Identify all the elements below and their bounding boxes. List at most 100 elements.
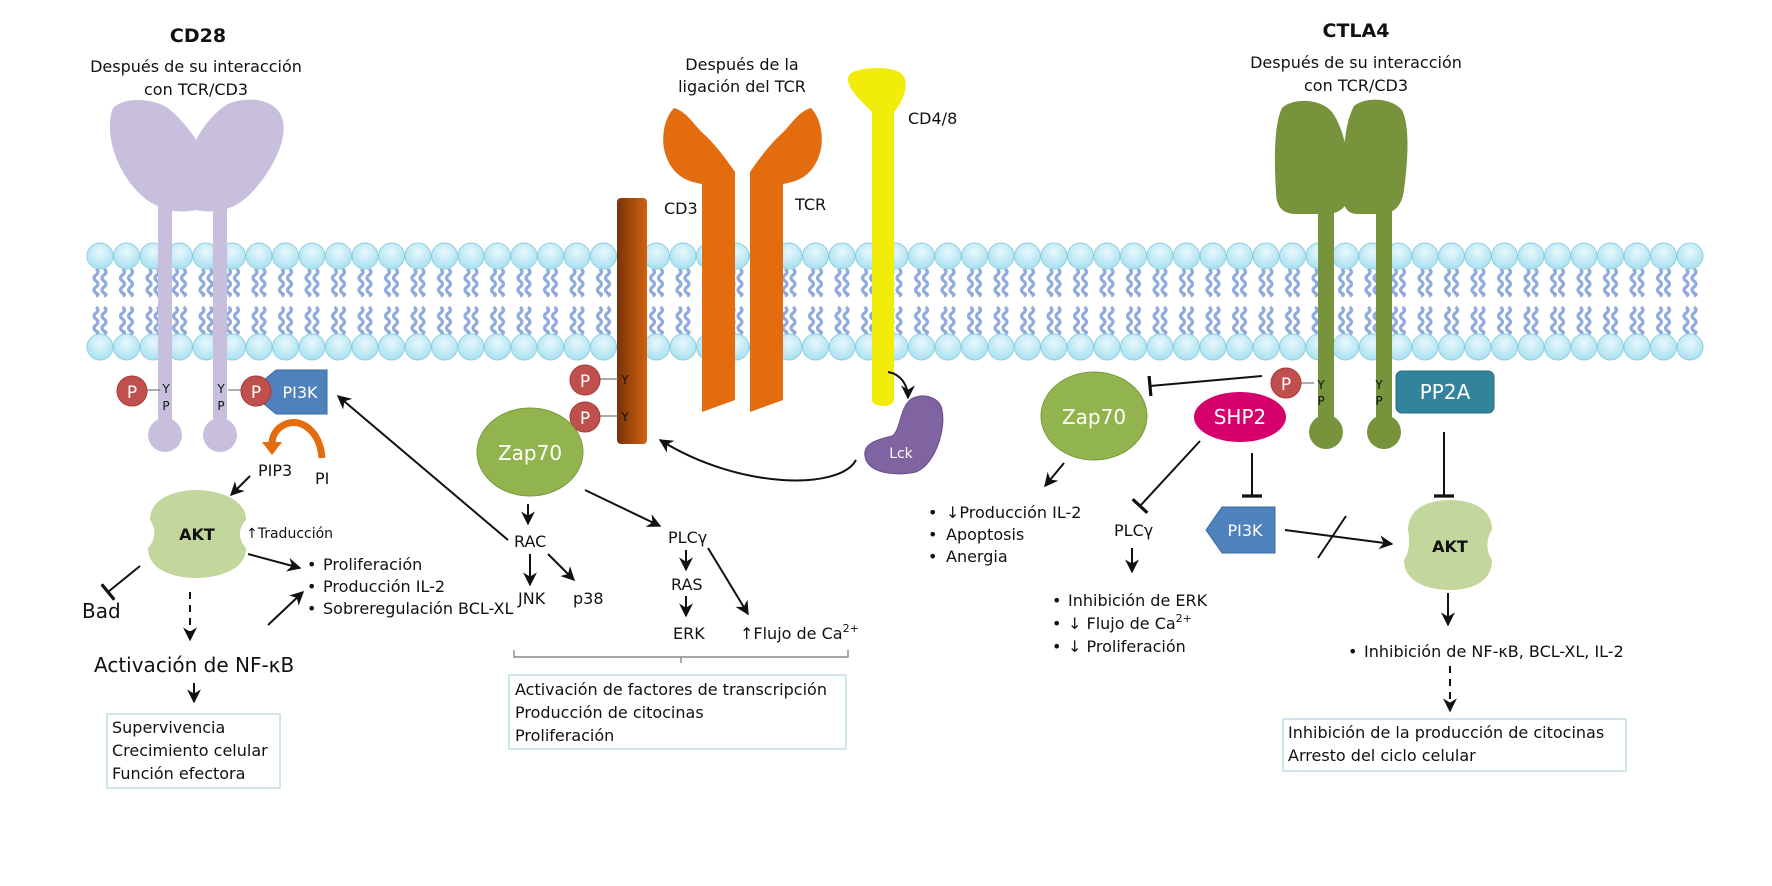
lipid-tail	[603, 267, 612, 298]
svg-text:↓Producción IL-2: ↓Producción IL-2	[946, 503, 1081, 522]
erk-label: ERK	[673, 624, 705, 643]
svg-text:AKT: AKT	[1432, 537, 1468, 556]
lipid-head	[643, 242, 670, 270]
pi3k-node-cd28: PI3K	[263, 369, 328, 415]
lipid-head	[1544, 333, 1571, 361]
phospho-icon	[116, 375, 148, 407]
lipid-tail	[100, 305, 108, 336]
lipid-tail	[683, 305, 691, 336]
lipid-head	[245, 333, 273, 361]
cd48-coreceptor	[848, 68, 906, 406]
svg-text:Y: Y	[161, 382, 170, 396]
lipid-head	[404, 333, 432, 361]
lipid-tail	[1239, 305, 1248, 336]
svg-text:Producción IL-2: Producción IL-2	[323, 577, 445, 596]
lipid-tail	[940, 305, 948, 336]
lipid-tail	[1080, 267, 1089, 298]
lipid-tail	[1152, 305, 1160, 336]
lipid-tail	[1133, 267, 1142, 298]
lipid-head	[1173, 242, 1200, 270]
zap70-node-tcr: Zap70	[476, 407, 584, 497]
lipid-tail	[1478, 305, 1486, 336]
tcr-section: Después de la ligación del TCR TCR CD3 C…	[336, 55, 957, 750]
lipid-tail	[683, 267, 691, 298]
lipid-tail	[603, 305, 612, 336]
lipid-tail	[1682, 267, 1690, 298]
lipid-tail	[1054, 305, 1062, 336]
lipid-tail	[1663, 305, 1672, 336]
svg-text:↓ Flujo de Ca2+: ↓ Flujo de Ca2+	[1068, 612, 1192, 633]
lipid-tail	[1443, 305, 1452, 336]
lipid-head	[1014, 242, 1041, 270]
ctla4-subtitle-1: Después de su interacción	[1250, 53, 1462, 72]
lipid-tail	[675, 305, 683, 336]
lipid-head	[431, 242, 458, 270]
lipid-head	[1676, 333, 1704, 361]
lipid-head	[908, 333, 935, 361]
lipid-head	[272, 242, 299, 270]
lipid-tail	[1266, 305, 1274, 336]
lipid-tail	[330, 267, 339, 298]
akt-node-cd28: AKT	[148, 490, 246, 578]
svg-text:P: P	[217, 399, 224, 413]
lipid-head	[1464, 242, 1492, 270]
lipid-tail	[206, 267, 214, 298]
lipid-tail	[834, 305, 842, 336]
cell-membrane	[86, 242, 1704, 361]
lipid-tail	[338, 267, 347, 298]
lipid-tail	[1311, 305, 1319, 336]
lipid-tail	[1663, 267, 1672, 298]
lipid-tail	[1258, 305, 1266, 336]
lipid-tail	[966, 305, 975, 336]
lipid-head	[1464, 333, 1492, 361]
lipid-head	[537, 333, 564, 361]
rac-label: RAC	[514, 532, 546, 551]
svg-text:Inhibición de NF-κB, BCL-XL, I: Inhibición de NF-κB, BCL-XL, IL-2	[1364, 642, 1624, 661]
svg-text:•: •	[307, 577, 316, 596]
lipid-tail	[1425, 267, 1433, 298]
svg-text:Y: Y	[620, 373, 629, 387]
lipid-tail	[542, 267, 551, 298]
lipid-tail	[921, 267, 930, 298]
lipid-tail	[1019, 267, 1028, 298]
lipid-tail	[948, 305, 956, 336]
lipid-head	[351, 333, 379, 361]
svg-text:Activación de factores de tran: Activación de factores de transcripción	[515, 680, 827, 699]
lipid-head	[484, 333, 511, 361]
lipid-tail	[471, 267, 479, 298]
svg-text:P: P	[162, 399, 169, 413]
cd28-title: CD28	[170, 25, 226, 47]
lipid-tail	[1557, 305, 1566, 336]
pi-to-pip3-arrow	[268, 419, 326, 459]
lipid-tail	[542, 305, 551, 336]
lipid-tail	[251, 267, 259, 298]
lipid-head	[1093, 242, 1121, 270]
lipid-head	[86, 333, 114, 361]
tcr-subtitle-2: ligación del TCR	[678, 77, 806, 96]
svg-text:Y: Y	[1374, 378, 1383, 392]
plcg-label-tcr: PLCγ	[668, 528, 707, 547]
lipid-tail	[807, 305, 816, 336]
lipid-tail	[1655, 305, 1664, 336]
lipid-tail	[489, 267, 498, 298]
lipid-tail	[1205, 267, 1213, 298]
lipid-tail	[1398, 305, 1407, 336]
lipid-tail	[913, 267, 922, 298]
phospho-icon	[569, 364, 601, 396]
lipid-tail	[171, 305, 180, 336]
lipid-tail	[118, 267, 127, 298]
svg-text:Anergia: Anergia	[946, 547, 1008, 566]
lipid-tail	[1584, 305, 1592, 336]
lipid-tail	[842, 267, 850, 298]
svg-text:P: P	[127, 383, 137, 403]
lipid-tail	[1523, 305, 1531, 336]
lipid-head	[325, 333, 352, 361]
svg-text:•: •	[307, 599, 316, 618]
lipid-tail	[1019, 305, 1028, 336]
pi-label: PI	[315, 469, 329, 488]
lipid-tail	[736, 267, 744, 298]
lipid-tail	[648, 305, 657, 336]
lipid-head	[1146, 333, 1174, 361]
lipid-tail	[365, 305, 373, 336]
